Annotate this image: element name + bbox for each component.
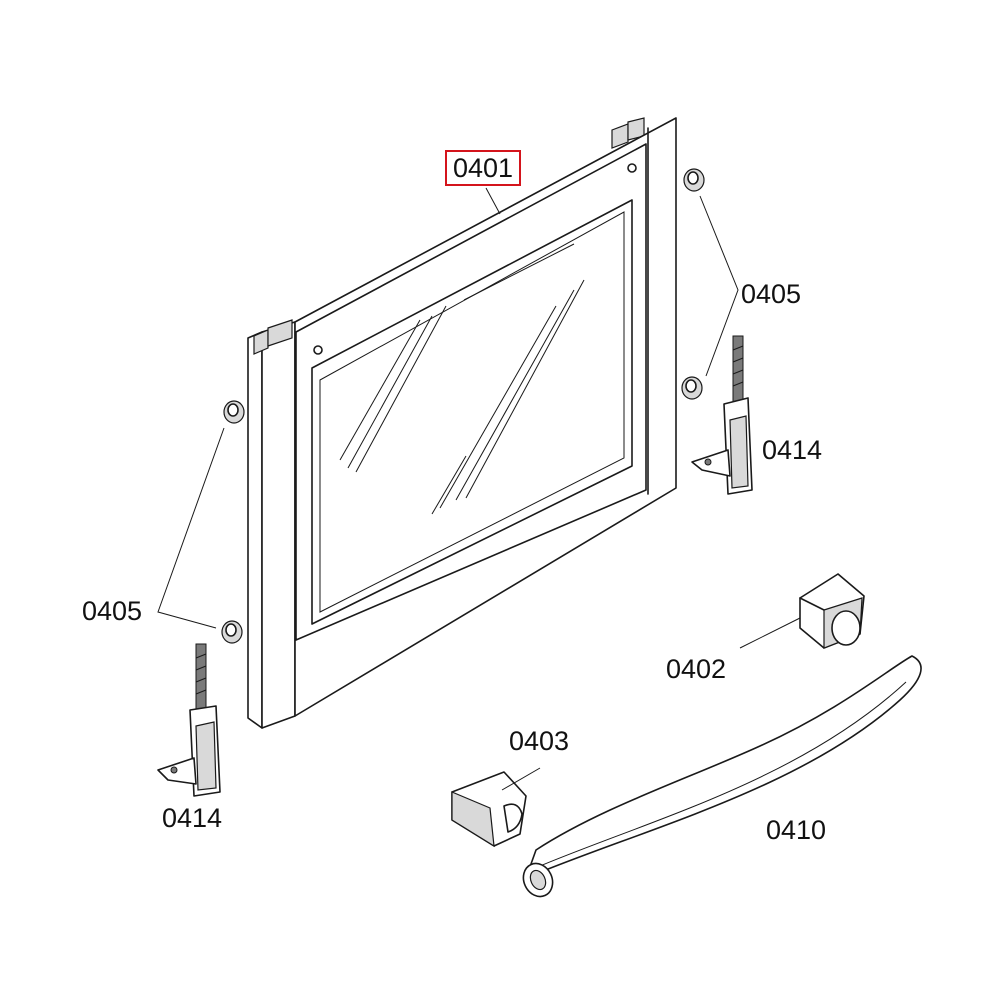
- leader-end-cap-right: [739, 617, 801, 649]
- oven-door-panel[interactable]: [247, 117, 677, 729]
- leader-spacer-left: [157, 427, 225, 629]
- callout-0414-left[interactable]: 0414: [162, 803, 223, 833]
- handle-end-cap-right[interactable]: [799, 573, 865, 649]
- spacer-right-top[interactable]: [683, 168, 705, 192]
- spacer-left-bottom[interactable]: [221, 620, 243, 644]
- hinge-left[interactable]: [157, 643, 221, 797]
- callout-0410[interactable]: 0410: [766, 815, 827, 845]
- callout-0405-right[interactable]: 0405: [741, 279, 802, 309]
- callout-0401[interactable]: 0401: [445, 150, 522, 186]
- callout-0402[interactable]: 0402: [666, 654, 727, 684]
- handle-bar[interactable]: [518, 655, 922, 901]
- leader-door-panel: [485, 187, 501, 215]
- leader-end-cap-left: [501, 767, 541, 791]
- handle-end-cap-left[interactable]: [451, 771, 527, 848]
- spacer-right-bottom[interactable]: [681, 376, 703, 400]
- leader-spacer-right: [699, 195, 739, 377]
- callout-0414-right[interactable]: 0414: [762, 435, 823, 465]
- spacer-left-top[interactable]: [223, 400, 245, 424]
- hinge-right[interactable]: [691, 335, 753, 495]
- callout-0403[interactable]: 0403: [509, 726, 570, 756]
- callout-0405-left[interactable]: 0405: [82, 596, 143, 626]
